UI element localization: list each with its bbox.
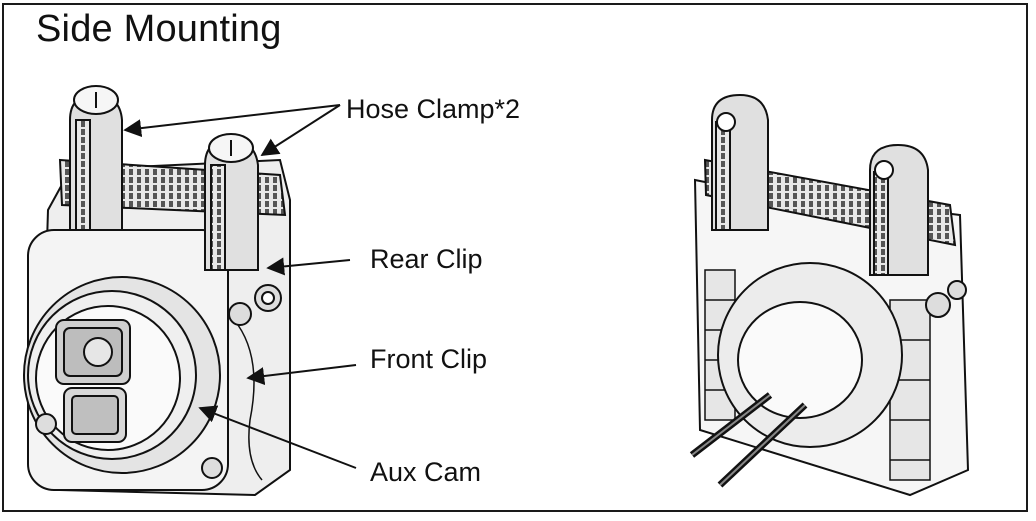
camera-front-view xyxy=(23,85,291,497)
hose-clamp-left xyxy=(69,85,123,231)
label-aux-cam: Aux Cam xyxy=(370,457,482,487)
leader-lines xyxy=(123,104,357,469)
hose-clamp-right xyxy=(204,133,259,271)
leader-hose-clamp-2 xyxy=(260,104,341,156)
hose-clamp-rear-right xyxy=(869,143,929,276)
page-title: Side Mounting xyxy=(36,8,282,50)
hose-clamp-rear-left xyxy=(711,93,769,231)
label-rear-clip: Rear Clip xyxy=(370,244,483,274)
bracket-rear-view xyxy=(689,93,970,497)
leader-aux-cam xyxy=(198,405,357,469)
label-front-clip: Front Clip xyxy=(370,344,488,374)
leader-rear-clip xyxy=(266,257,351,276)
leader-front-clip xyxy=(246,364,357,385)
leader-hose-clamp-1 xyxy=(123,104,341,138)
label-hose-clamp: Hose Clamp*2 xyxy=(346,94,521,124)
